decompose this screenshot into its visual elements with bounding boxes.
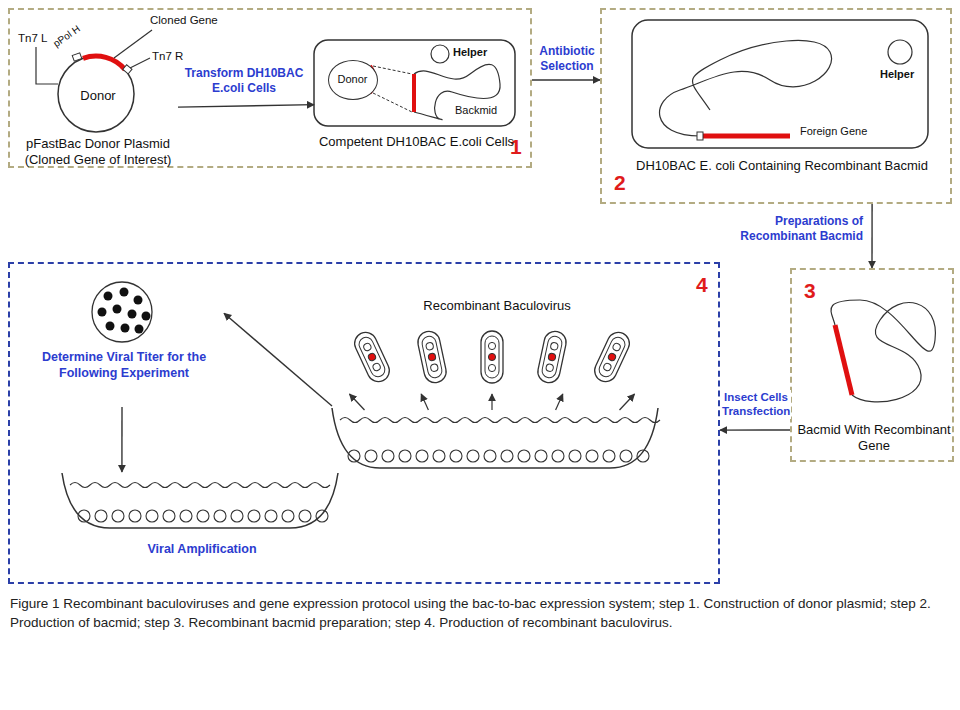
arrow-label: Preparations of Recombinant Bacmid xyxy=(700,214,864,244)
leader-line xyxy=(36,47,58,84)
part-label: pPol H xyxy=(51,23,82,50)
process-arrow xyxy=(720,429,790,430)
step-panel: 3Bacmid With Recombinant Gene xyxy=(790,268,954,462)
bacterial-cell: DH10BAC E. coli Containing Recombinant B… xyxy=(632,20,932,202)
leader-line xyxy=(130,58,150,68)
part-label: Helper xyxy=(880,68,914,81)
titer-plate xyxy=(92,282,152,342)
part-label: Cloned Gene xyxy=(150,14,218,28)
process-arrow xyxy=(121,407,122,472)
cell-outline xyxy=(314,40,515,126)
step-label: Viral Amplification xyxy=(62,542,342,558)
amplification-step: Viral Amplification xyxy=(62,472,342,578)
culture-dish xyxy=(332,408,658,468)
step-label: Recombinant Baculovirus xyxy=(332,298,662,314)
culture-dish xyxy=(62,473,338,528)
arrow-label: Insect Cells Transfection xyxy=(721,390,791,419)
baculovirus-particles xyxy=(350,329,635,410)
step-label: Determine Viral Titer for the Following … xyxy=(24,350,224,381)
plasmid-caption: pFastBac Donor Plasmid (Cloned Gene of I… xyxy=(18,136,178,169)
promoter-mark xyxy=(72,53,82,61)
process-arrow xyxy=(532,79,600,80)
virus-production: Recombinant Baculovirus xyxy=(332,298,662,478)
helper-plasmid xyxy=(888,40,912,64)
cell-caption: Competent DH10BAC E.coli Cells xyxy=(314,134,519,150)
tn7-mark xyxy=(123,65,132,74)
process-arrow xyxy=(224,313,332,406)
part-label: Tn7 R xyxy=(152,50,183,64)
part-label: Foreign Gene xyxy=(800,125,867,138)
arrow-label: Antibiotic Selection xyxy=(534,44,600,74)
recombinant-gene xyxy=(835,325,852,395)
part-label: Tn7 L xyxy=(18,32,47,46)
plasmid-name: Donor xyxy=(58,88,138,104)
transposition-line xyxy=(373,93,412,112)
step-number: 2 xyxy=(614,170,634,196)
transposition-line xyxy=(373,66,412,74)
helper-plasmid xyxy=(431,45,449,63)
donor-plasmid: Donor xyxy=(328,60,378,100)
step-number: 3 xyxy=(804,278,824,304)
bacmid-caption: Bacmid With Recombinant Gene xyxy=(796,422,952,455)
donor-plasmid: Donor pFastBac Donor Plasmid (Cloned Gene… xyxy=(18,54,178,172)
cell-caption: DH10BAC E. coli Containing Recombinant B… xyxy=(632,158,932,174)
plasmid-name: Donor xyxy=(329,73,376,87)
leader-line xyxy=(114,30,152,58)
foreign-gene xyxy=(700,134,790,139)
part-label: Backmid xyxy=(455,104,497,117)
process-arrow xyxy=(871,204,872,268)
part-label: Helper xyxy=(453,46,487,59)
virus-plaques xyxy=(98,288,151,334)
bacmid-dna xyxy=(831,300,935,402)
arrow-label: Transform DH10BAC E.coli Cells xyxy=(180,66,308,96)
step-number: 4 xyxy=(696,272,716,298)
step-panel: 4Determine Viral Titer for the Following… xyxy=(8,262,720,584)
cloned-gene xyxy=(83,56,125,70)
figure-caption: Figure 1 Recombinant baculoviruses and g… xyxy=(10,594,950,632)
bacmid-dna xyxy=(414,64,500,119)
cell-monolayer xyxy=(70,418,660,523)
cell-outline xyxy=(632,20,928,148)
bacterial-cell: Competent DH10BAC E.coli Cells Donor xyxy=(314,40,519,162)
bacmid-dna xyxy=(660,40,832,136)
titer-step: Determine Viral Titer for the Following … xyxy=(24,282,224,407)
step-panel: 2DH10BAC E. coli Containing Recombinant … xyxy=(600,8,952,204)
promoter-mark xyxy=(697,132,703,140)
insertion-site xyxy=(412,74,416,112)
process-arrow xyxy=(178,105,314,107)
